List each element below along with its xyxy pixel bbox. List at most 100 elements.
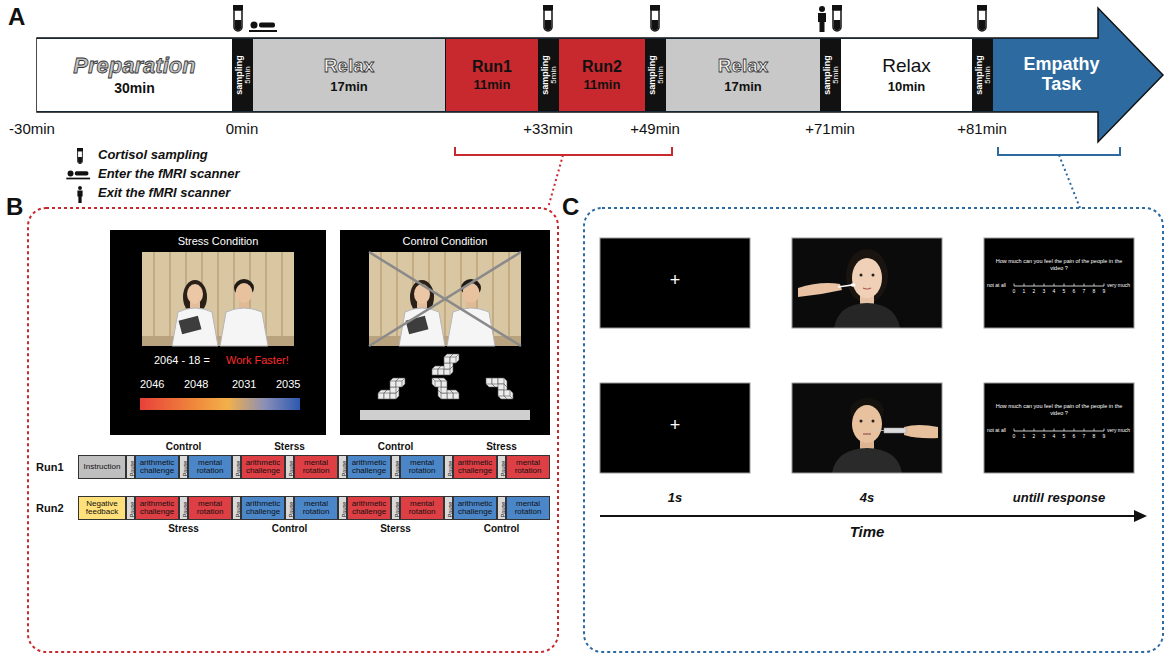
- node-text: Pause: [182, 460, 188, 476]
- task-box: mental rotation: [400, 455, 444, 479]
- pause-box: Pause: [444, 496, 453, 520]
- task-box: mental rotation: [506, 496, 550, 520]
- node-text: Negative feedback: [81, 500, 123, 517]
- node-text: arithmetic challenge: [138, 459, 176, 476]
- art-part: [1014, 284, 1104, 287]
- time-label: -30min: [9, 121, 55, 138]
- node-text: Pause: [341, 460, 347, 476]
- node-text: Pause: [129, 460, 135, 476]
- block-heading: Stress: [453, 441, 550, 452]
- screen: [340, 230, 550, 435]
- node-text: arithmetic challenge: [456, 459, 494, 476]
- node-text: mental rotation: [509, 459, 547, 476]
- task-box: arithmetic challenge: [347, 496, 391, 520]
- pause-box: Pause: [232, 455, 241, 479]
- rotated-label: Pause: [392, 456, 401, 480]
- art-part: [77, 148, 83, 164]
- pause-box: Pause: [285, 496, 294, 520]
- art-part: [77, 186, 82, 203]
- task-box: arithmetic challenge: [135, 455, 179, 479]
- duration-label: 1s: [668, 491, 682, 505]
- node-text: 30min: [114, 81, 154, 96]
- rotated-label: sampling5min: [539, 39, 559, 111]
- block-heading: Sterss: [241, 441, 338, 452]
- node-text: Relax: [324, 56, 375, 77]
- condition-block: Sterssarithmetic challengePausemental ro…: [347, 496, 444, 520]
- pause-box: Pause: [285, 455, 294, 479]
- pause-box: Pause: [232, 496, 241, 520]
- screen: [600, 238, 750, 328]
- art-part: [543, 5, 553, 31]
- node-text: 2: [1030, 434, 1038, 440]
- legend-text: Cortisol sampling: [98, 148, 208, 162]
- node-text: 1: [1020, 434, 1028, 440]
- rotated-label: sampling5min: [973, 39, 993, 111]
- legend-text: Exit the fMRI scanner: [98, 186, 230, 200]
- node-text: How much can you feel the pain of the pe…: [992, 403, 1126, 417]
- node-text: 7: [1080, 434, 1088, 440]
- node-text: arithmetic challenge: [350, 459, 388, 476]
- time-label: 0min: [226, 121, 259, 138]
- task-box: arithmetic challenge: [241, 496, 285, 520]
- node-text: very much: [1107, 428, 1130, 434]
- fixation-screen: +: [600, 238, 750, 328]
- screen: [792, 383, 942, 473]
- sampling-segment: sampling5min: [538, 39, 558, 111]
- rotated-label: Pause: [233, 456, 242, 480]
- art-part: [249, 22, 277, 33]
- run-segment: Run111min: [445, 39, 538, 111]
- rotated-label: Pause: [180, 497, 189, 521]
- sampling-segment: sampling5min: [232, 39, 252, 111]
- sampling-segment: sampling5min: [645, 39, 665, 111]
- node-text: 0: [1010, 289, 1018, 295]
- node-text: Empathy Task: [1020, 55, 1104, 95]
- node-text: 9: [1100, 434, 1108, 440]
- node-text: very much: [1107, 283, 1130, 289]
- time-label: +81min: [957, 121, 1007, 138]
- run-segment: Run211min: [558, 39, 645, 111]
- task-box: arithmetic challenge: [453, 496, 497, 520]
- node-text: Run2: [582, 58, 622, 76]
- time-label: +33min: [523, 121, 573, 138]
- art-part: [977, 5, 987, 31]
- node-text: 2: [1030, 289, 1038, 295]
- duration-label: 4s: [860, 491, 874, 505]
- task-box: mental rotation: [294, 496, 338, 520]
- screen: [110, 230, 326, 435]
- node-text: 6: [1070, 289, 1078, 295]
- node-text: arithmetic challenge: [244, 500, 282, 517]
- phase-segment: Relax10min: [840, 39, 972, 111]
- art-part: [792, 383, 942, 473]
- time-arrowhead: [1134, 510, 1147, 522]
- node-text: Pause: [182, 501, 188, 517]
- rotated-label: Pause: [445, 497, 454, 521]
- pause-box: Pause: [126, 455, 135, 479]
- block-heading: Control: [135, 441, 232, 452]
- heat-bar: [140, 398, 300, 410]
- pause-box: Pause: [391, 455, 400, 479]
- block-heading: Stress: [135, 523, 232, 534]
- time-label: +49min: [630, 121, 680, 138]
- rotated-label: sampling5min: [821, 39, 841, 111]
- rotated-label: Pause: [392, 497, 401, 521]
- node-text: Work Faster!: [226, 354, 289, 366]
- art-part: [432, 354, 459, 375]
- rotated-label: sampling5min: [646, 39, 666, 111]
- node-text: sampling: [648, 55, 657, 95]
- art-part: [792, 238, 942, 328]
- rotated-label: sampling5min: [233, 39, 253, 111]
- task-box: mental rotation: [506, 455, 550, 479]
- task-box: arithmetic challenge: [135, 496, 179, 520]
- node-text: sampling: [823, 55, 832, 95]
- task-box: arithmetic challenge: [453, 455, 497, 479]
- axis-label: Time: [850, 524, 885, 541]
- instruction-box: Instruction: [78, 455, 126, 479]
- node-text: Pause: [341, 501, 347, 517]
- pause-box: Pause: [338, 496, 347, 520]
- node-text: 1: [1020, 289, 1028, 295]
- node-text: 17min: [330, 80, 368, 94]
- time-axis: [600, 515, 1135, 517]
- art-part: [650, 5, 660, 31]
- node-text: 6: [1070, 434, 1078, 440]
